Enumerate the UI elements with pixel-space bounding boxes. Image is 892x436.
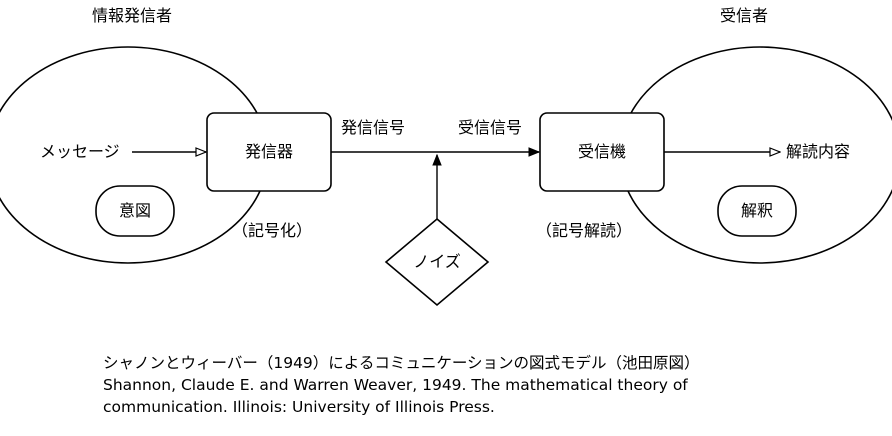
caption-line-3: communication. Illinois: University of I… xyxy=(103,398,495,416)
transmitter-label: 発信器 xyxy=(244,142,294,161)
caption: シャノンとウィーバー（1949）によるコミュニケーションの図式モデル（池田原図）… xyxy=(103,352,700,418)
receiver-device-label: 受信機 xyxy=(577,142,627,161)
decoded-content-label: 解読内容 xyxy=(786,142,851,161)
interpretation-label: 解釈 xyxy=(740,201,774,220)
interpretation-pill xyxy=(717,185,797,237)
decoding-label: （記号解読） xyxy=(536,221,633,240)
caption-line-2: Shannon, Claude E. and Warren Weaver, 19… xyxy=(103,376,688,394)
noise-label: ノイズ xyxy=(413,252,461,271)
sender-title: 情報発信者 xyxy=(92,6,173,25)
noise-diamond xyxy=(384,217,490,307)
encoding-label: （記号化） xyxy=(232,221,313,240)
received-signal-label: 受信信号 xyxy=(458,118,523,137)
caption-line-1: シャノンとウィーバー（1949）によるコミュニケーションの図式モデル（池田原図） xyxy=(103,354,700,372)
intent-pill xyxy=(95,185,175,237)
receiver-title: 受信者 xyxy=(720,6,769,25)
message-label: メッセージ xyxy=(40,142,120,161)
intent-label: 意図 xyxy=(118,201,152,220)
sent-signal-label: 発信信号 xyxy=(341,118,406,137)
